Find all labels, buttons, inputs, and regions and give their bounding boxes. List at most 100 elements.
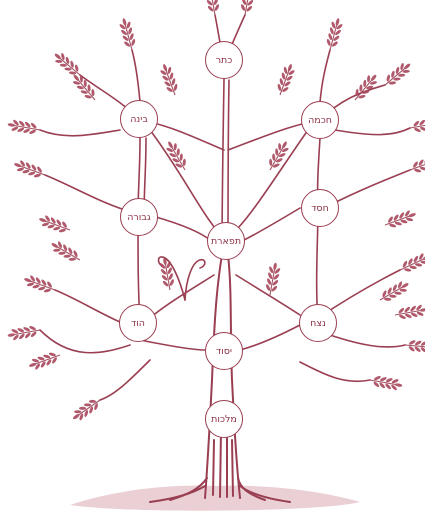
leaf: [176, 148, 180, 155]
leaf-sprig: [324, 17, 345, 52]
leaf: [273, 262, 277, 270]
leaf: [84, 403, 91, 406]
leaf: [283, 67, 288, 75]
leaf: [43, 354, 51, 359]
leaf-sprig: [397, 250, 425, 276]
trunk: [150, 255, 290, 502]
leaf: [14, 162, 22, 168]
leaf: [394, 291, 401, 295]
leaf: [53, 226, 61, 231]
leaf: [64, 67, 71, 71]
leaf-sprig: [383, 208, 418, 231]
leaf-sprig: [12, 158, 47, 181]
leaf: [60, 63, 67, 67]
leaf: [275, 148, 279, 155]
leaf-sprig: [203, 0, 221, 16]
leaf: [415, 263, 423, 267]
leaf: [58, 228, 66, 233]
leaf: [91, 89, 95, 96]
leaf: [17, 167, 25, 172]
leaf-sprig: [27, 349, 62, 372]
leaf-sprig: [264, 262, 282, 297]
leaf-sprig: [158, 257, 176, 292]
leaf: [279, 78, 284, 86]
leaf: [287, 64, 293, 72]
leaf: [29, 362, 37, 368]
leaf: [32, 358, 40, 363]
leaf: [281, 72, 286, 80]
leaf: [122, 18, 127, 26]
sefirah-binah: בינה: [120, 100, 158, 138]
sefirah-tiferet: תפארת: [207, 222, 245, 260]
leaf-sprig: [22, 273, 57, 296]
leaf: [48, 352, 56, 357]
leaf-sprig: [274, 62, 297, 97]
leaf: [42, 222, 50, 227]
leaf: [22, 169, 30, 174]
leaf: [55, 60, 62, 64]
leaf: [28, 171, 36, 176]
leaf-sprig: [7, 118, 42, 136]
leaf: [359, 84, 363, 91]
leaf-sprig: [381, 59, 414, 90]
leaf: [7, 333, 15, 337]
leaf: [73, 74, 80, 82]
leaf: [173, 143, 177, 150]
leaf: [53, 248, 60, 252]
leaf: [367, 75, 371, 82]
sefirah-netzach: נצח: [299, 304, 337, 342]
leaf: [277, 83, 282, 91]
leaf: [409, 265, 417, 269]
leaf: [408, 339, 416, 345]
leaf: [69, 71, 76, 75]
sefirah-yesod: יסוד: [205, 332, 243, 370]
leaf: [394, 221, 402, 226]
leaf: [38, 286, 46, 291]
leaf: [54, 53, 62, 60]
leaf: [269, 159, 273, 166]
leaf-sprig: [48, 238, 83, 266]
leaf: [420, 308, 425, 312]
leaf: [27, 282, 35, 287]
leaf: [182, 159, 186, 166]
leaf-sprig: [37, 213, 72, 236]
leaf: [167, 67, 172, 75]
leaf: [406, 217, 414, 222]
leaf: [389, 294, 396, 298]
leaf: [414, 168, 422, 173]
leaf: [403, 63, 411, 70]
leaf: [51, 242, 59, 249]
leaf: [400, 219, 408, 224]
leaf-sprig: [69, 395, 103, 424]
leaf: [173, 83, 178, 91]
leaf: [33, 173, 41, 178]
leaf-sprig: [69, 71, 100, 104]
leaf: [37, 356, 45, 361]
leaf: [414, 340, 422, 346]
leaf-sprig: [377, 278, 412, 306]
leaf-sprig: [369, 374, 404, 392]
leaf-sprig: [408, 153, 425, 176]
leaf: [404, 268, 412, 272]
sefirah-hod: הוד: [119, 304, 157, 342]
leaf: [74, 410, 81, 413]
leaf: [401, 282, 409, 289]
leaf: [414, 346, 421, 353]
leaf: [393, 77, 400, 81]
leaf: [162, 64, 168, 72]
leaf: [89, 400, 96, 403]
leaf: [58, 251, 65, 255]
leaf-sprig: [404, 339, 425, 355]
leaf: [389, 81, 396, 85]
leaf: [400, 288, 407, 292]
leaf: [7, 123, 15, 127]
leaf: [169, 72, 174, 80]
leaf: [389, 223, 397, 228]
leaf: [395, 383, 403, 387]
leaf: [420, 346, 425, 353]
leaf: [167, 141, 174, 149]
leaf: [278, 143, 282, 150]
sefirah-chesed: חסד: [301, 189, 339, 227]
